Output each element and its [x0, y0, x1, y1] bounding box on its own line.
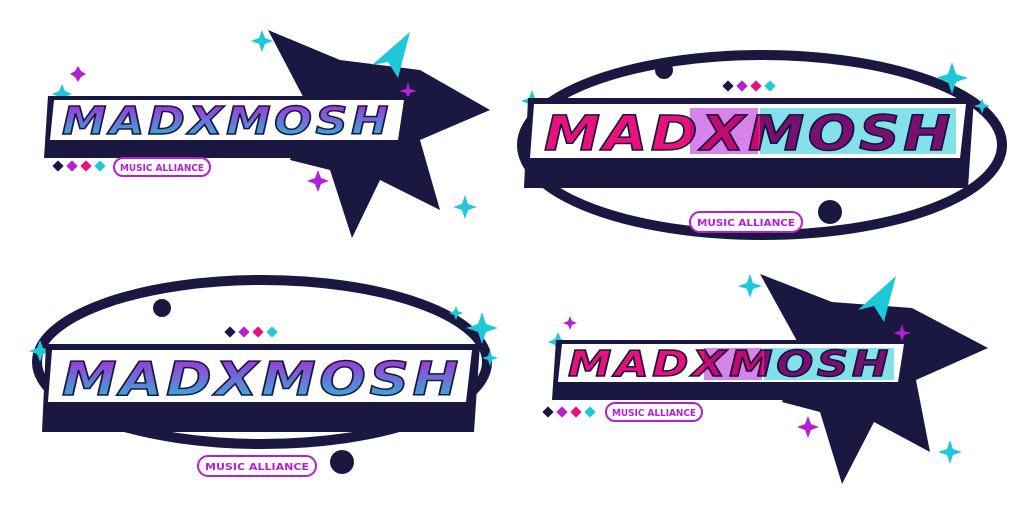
tagline: MUSIC ALLIANCE — [120, 163, 204, 174]
sparkle-icon — [29, 306, 498, 366]
sparkle-icon — [70, 66, 417, 192]
logo-variant-orbit-split: MADXMOSH MUSIC ALLIANCE — [517, 50, 1007, 240]
tagline: MUSIC ALLIANCE — [205, 462, 309, 473]
logo-variant-orbit-gradient: MADXMOSH MUSIC ALLIANCE — [29, 275, 498, 477]
orbit-ring-icon — [32, 275, 492, 474]
wordmark: MADXMOSH — [62, 352, 462, 406]
sparkle-icon — [251, 30, 477, 219]
sparkle-icon — [52, 84, 72, 104]
logo-variant-star-gradient: MADXMOSH MUSIC ALLIANCE — [44, 30, 490, 238]
orbit-ring-icon — [517, 50, 1007, 240]
diamond-icon — [52, 160, 106, 172]
tagline: MUSIC ALLIANCE — [697, 218, 795, 229]
arrow-cursor-icon — [372, 32, 410, 78]
diamond-icon — [224, 326, 278, 338]
wordmark: MADXMOSH — [62, 99, 392, 143]
diamond-icon — [722, 80, 776, 92]
logo-variant-star-split: MADXMOSH MUSIC ALLIANCE — [542, 274, 988, 484]
arrow-cursor-icon — [858, 276, 896, 322]
sparkle-icon — [563, 316, 911, 438]
tagline: MUSIC ALLIANCE — [612, 408, 696, 419]
diamond-icon — [542, 406, 596, 418]
